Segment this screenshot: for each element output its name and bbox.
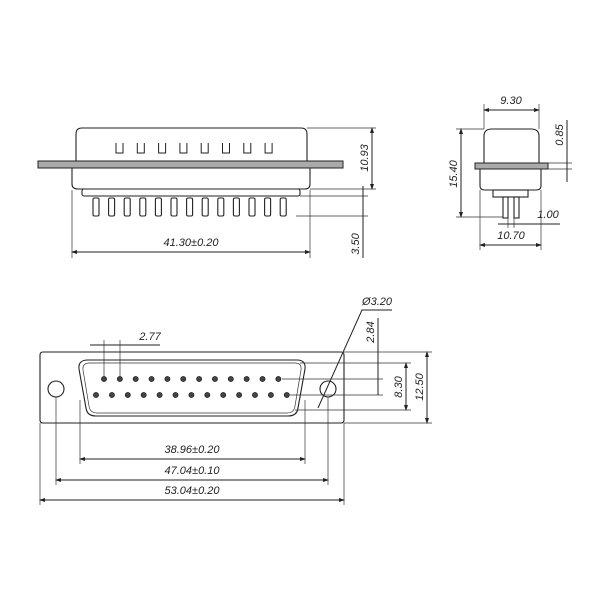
width-dimension: 41.30±0.20 bbox=[164, 237, 220, 249]
side-pin bbox=[502, 196, 509, 219]
pin-pitch-dimension: 2.77 bbox=[138, 331, 161, 343]
flange-width-dimension: 53.04±0.20 bbox=[165, 485, 221, 497]
contact-pin bbox=[132, 376, 139, 382]
side-insulator bbox=[492, 189, 529, 198]
overall-height-dimension: 15.40 bbox=[448, 159, 460, 187]
contact-pin bbox=[196, 376, 202, 382]
contact-pin bbox=[156, 392, 163, 398]
hole-spacing-dimension: 47.04±0.10 bbox=[165, 465, 221, 477]
mounting-hole-left bbox=[47, 380, 65, 398]
pin-length-dimension: 3.50 bbox=[350, 232, 362, 254]
solder-pin bbox=[139, 197, 147, 217]
contact-pins bbox=[93, 376, 290, 398]
contact-pin bbox=[259, 376, 266, 382]
d-shell-outer bbox=[78, 359, 306, 417]
solder-pin bbox=[123, 197, 131, 217]
shell-slot bbox=[115, 143, 124, 154]
side-flange bbox=[474, 162, 549, 170]
contact-pin bbox=[236, 392, 242, 398]
body-width-dimension: 10.70 bbox=[497, 230, 525, 242]
mounting-flange bbox=[37, 160, 344, 169]
contact-pin bbox=[267, 392, 274, 398]
pin-width-dimension: 1.00 bbox=[537, 209, 559, 221]
contact-pin bbox=[220, 392, 227, 398]
solder-pins bbox=[92, 197, 287, 217]
shell-slot bbox=[222, 143, 230, 154]
solder-pin bbox=[170, 197, 178, 217]
top-view: 41.30±0.20 10.93 3.50 bbox=[37, 127, 376, 258]
contact-pin bbox=[227, 376, 234, 382]
mounting-hole-right bbox=[319, 380, 337, 398]
solder-pin bbox=[108, 197, 116, 217]
row-offset-dimension: 2.84 bbox=[365, 321, 377, 343]
shell-slots bbox=[115, 143, 273, 154]
contact-pin bbox=[172, 392, 179, 398]
shell-slot bbox=[243, 143, 252, 154]
contact-pin bbox=[204, 392, 211, 398]
contact-pin bbox=[212, 376, 218, 382]
contact-pin bbox=[164, 376, 171, 382]
shell-slot bbox=[136, 143, 145, 154]
shell-width-dimension: 38.96±0.20 bbox=[165, 444, 221, 456]
insulator-plate bbox=[81, 188, 301, 197]
height-dimension: 10.93 bbox=[359, 143, 371, 171]
contact-pin bbox=[275, 376, 282, 382]
contact-pin bbox=[140, 392, 147, 398]
flange-height-dimension: 12.50 bbox=[414, 372, 426, 400]
solder-pin bbox=[248, 197, 256, 217]
contact-pin bbox=[124, 392, 131, 398]
side-view: 9.30 15.40 0.85 1.00 10.70 bbox=[448, 95, 572, 250]
shell-slot bbox=[179, 143, 188, 154]
shell-slot bbox=[200, 143, 209, 154]
side-pin bbox=[513, 196, 520, 219]
contact-pin bbox=[283, 392, 290, 398]
side-shell bbox=[483, 128, 540, 164]
shell-width-dimension: 9.30 bbox=[500, 95, 522, 107]
contact-pin bbox=[188, 392, 195, 398]
solder-pin bbox=[201, 197, 209, 217]
solder-pin bbox=[232, 197, 240, 217]
shell-height-dimension: 8.30 bbox=[393, 375, 405, 397]
hole-diameter-dimension: Ø3.20 bbox=[361, 296, 393, 308]
solder-pin bbox=[264, 197, 272, 217]
solder-pin bbox=[154, 197, 162, 217]
contact-pin bbox=[93, 392, 99, 398]
contact-pin bbox=[252, 392, 258, 398]
shell-slot bbox=[264, 143, 273, 154]
contact-pin bbox=[109, 392, 115, 398]
solder-pin bbox=[92, 197, 100, 217]
contact-pin bbox=[243, 376, 250, 382]
contact-pin bbox=[180, 376, 187, 382]
flange-thickness-dimension: 0.85 bbox=[554, 123, 566, 145]
front-view: 2.77 Ø3.20 2.84 8.30 12.50 38.96±0.20 47… bbox=[39, 296, 432, 505]
shell-slot bbox=[158, 143, 167, 154]
d-shell-inner bbox=[82, 362, 302, 414]
solder-pin bbox=[217, 197, 225, 217]
lower-body bbox=[71, 167, 311, 190]
side-body bbox=[479, 168, 542, 191]
solder-pin bbox=[186, 197, 194, 217]
contact-pin bbox=[148, 376, 155, 382]
solder-pin bbox=[279, 197, 287, 217]
